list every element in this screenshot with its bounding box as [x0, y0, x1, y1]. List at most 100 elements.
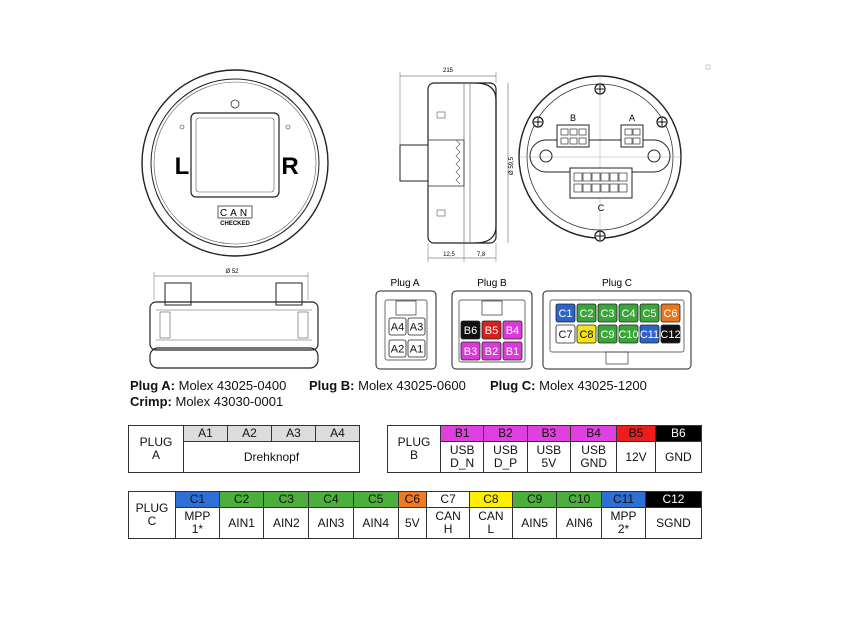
plug-b-function-4: USB GND	[570, 441, 618, 473]
plug-c-title: Plug C	[602, 278, 632, 289]
plug-c-pin-c3: C3	[600, 308, 614, 320]
plug-b-caption-label: Plug B:	[309, 378, 355, 393]
plug-a-function-cell: Drehknopf	[183, 441, 360, 473]
plug-c-caption-part: Molex 43025-1200	[535, 378, 647, 393]
plug-c-pin-c12-box	[660, 324, 681, 344]
plug-b-header-b4: B4	[570, 425, 618, 442]
rear-connector-c-label: C	[598, 203, 605, 213]
crimp-caption: Crimp: Molex 43030-0001	[130, 394, 283, 409]
crimp-caption-label: Crimp:	[130, 394, 172, 409]
rear-view: B A C	[518, 64, 711, 242]
plug-c-function-8: CAN L	[468, 507, 513, 539]
plug-c-function-11: MPP 2*	[601, 507, 646, 539]
plug-c-function-5: AIN4	[352, 507, 399, 539]
plug-c-header-c6: C6	[397, 491, 428, 508]
plug-b-pin-b6-box	[460, 320, 481, 340]
plug-c-pin-c6-box	[660, 303, 681, 323]
plug-a-pin-a1-box	[407, 339, 426, 358]
plug-c-function-6: 5V	[397, 507, 428, 539]
plug-c-pin-c5-box	[639, 303, 660, 323]
bottom-diameter-dimension: Ø 52	[225, 269, 239, 275]
front-view: L R CAN CHECKED	[141, 69, 329, 257]
plug-c-header-c9: C9	[511, 491, 558, 508]
plug-b-pin-b2-box	[481, 341, 502, 361]
plug-b-header-b3: B3	[526, 425, 572, 442]
crimp-caption-part: Molex 43030-0001	[171, 394, 284, 409]
plug-c-header-c2: C2	[218, 491, 265, 508]
plug-a-pin-a4-box	[388, 317, 407, 336]
plug-c-pin-c9-box	[597, 324, 618, 344]
plug-c-table-plug-cell: PLUG C	[128, 491, 176, 539]
bottom-view: Ø 52	[149, 269, 319, 369]
plug-b-function-5: 12V	[616, 441, 656, 473]
plug-b-pin-b5: B5	[485, 325, 498, 337]
plug-a-pin-a1: A1	[410, 344, 423, 356]
plug-b-pin-b3: B3	[464, 346, 477, 358]
plug-c-header-c5: C5	[352, 491, 399, 508]
plug-a-caption-part: Molex 43025-0400	[175, 378, 287, 393]
plug-c-pin-c11: C11	[640, 329, 659, 341]
plug-b-pin-b6: B6	[464, 325, 477, 337]
plug-b-pin-b4: B4	[506, 325, 519, 337]
plug-b-title: Plug B	[477, 278, 507, 289]
plug-c-pin-c7-box	[555, 324, 576, 344]
plug-b-header-b5: B5	[616, 425, 656, 442]
plug-c-pin-c7: C7	[558, 329, 572, 341]
plug-a-pin-a2: A2	[391, 344, 404, 356]
plug-c-pin-c9: C9	[600, 329, 614, 341]
plug-b-header-b1: B1	[439, 425, 485, 442]
rear-connector-a-label: A	[629, 113, 635, 123]
plug-c-caption-label: Plug C:	[490, 378, 536, 393]
rear-connector-b-label: B	[570, 113, 576, 123]
plug-c-header-c3: C3	[263, 491, 310, 508]
plug-c-header-c12: C12	[644, 491, 703, 508]
plug-c-pin-c10: C10	[618, 329, 638, 341]
plug-a-caption: Plug A: Molex 43025-0400	[130, 378, 286, 393]
plug-c-function-7: CAN H	[426, 507, 470, 539]
plug-c-function-1: MPP 1*	[175, 507, 220, 539]
plug-c-pin-c11-box	[639, 324, 660, 344]
plug-a-pin-a3: A3	[410, 322, 423, 334]
plug-b-caption-part: Molex 43025-0600	[354, 378, 466, 393]
plug-a-header-a4: A4	[315, 425, 360, 442]
side-depth-dimension: 12,5	[443, 252, 455, 258]
plug-b-function-6: GND	[654, 441, 703, 473]
side-diameter-dimension: Ø 59,5	[509, 156, 515, 175]
side-view: 215 Ø 59,5 12,5 7,8	[399, 68, 515, 262]
left-button-label: L	[175, 153, 190, 180]
plug-c-header-c7: C7	[426, 491, 470, 508]
plug-b-pin-b5-box	[481, 320, 502, 340]
plug-b-header-b6: B6	[654, 425, 703, 442]
plug-a-header-a2: A2	[227, 425, 272, 442]
plug-a-table: PLUG A A1 A2 A3 A4 Drehknopf	[128, 425, 360, 473]
plug-c-function-2: AIN1	[218, 507, 265, 539]
plug-c-function-3: AIN2	[263, 507, 310, 539]
plug-c-function-12: SGND	[644, 507, 703, 539]
plug-a-title: Plug A	[391, 278, 420, 289]
plug-a-header-a1: A1	[183, 425, 228, 442]
plug-b-function-1: USB D_N	[439, 441, 485, 473]
plug-c-function-10: AIN6	[556, 507, 603, 539]
plug-c-header-c4: C4	[308, 491, 354, 508]
right-button-label: R	[281, 153, 298, 180]
plug-c-pin-c8: C8	[579, 329, 593, 341]
plug-b-function-2: USB D_P	[483, 441, 528, 473]
plug-c-pin-c1: C1	[558, 308, 572, 320]
plug-c-pin-c2-box	[576, 303, 597, 323]
plug-b-pin-b3-box	[460, 341, 481, 361]
plug-b-pin-b2: B2	[485, 346, 498, 358]
plug-b-caption: Plug B: Molex 43025-0600	[309, 378, 466, 393]
plug-c-pin-c2: C2	[579, 308, 593, 320]
plug-c-function-9: AIN5	[511, 507, 558, 539]
plug-c-pin-c4: C4	[621, 308, 635, 320]
plug-b-pin-b1-box	[502, 341, 523, 361]
plug-a-pin-a3-box	[407, 317, 426, 336]
can-badge-text: CAN	[220, 208, 250, 219]
plug-c-pin-c6: C6	[663, 308, 677, 320]
plug-c-pin-c5: C5	[642, 308, 656, 320]
